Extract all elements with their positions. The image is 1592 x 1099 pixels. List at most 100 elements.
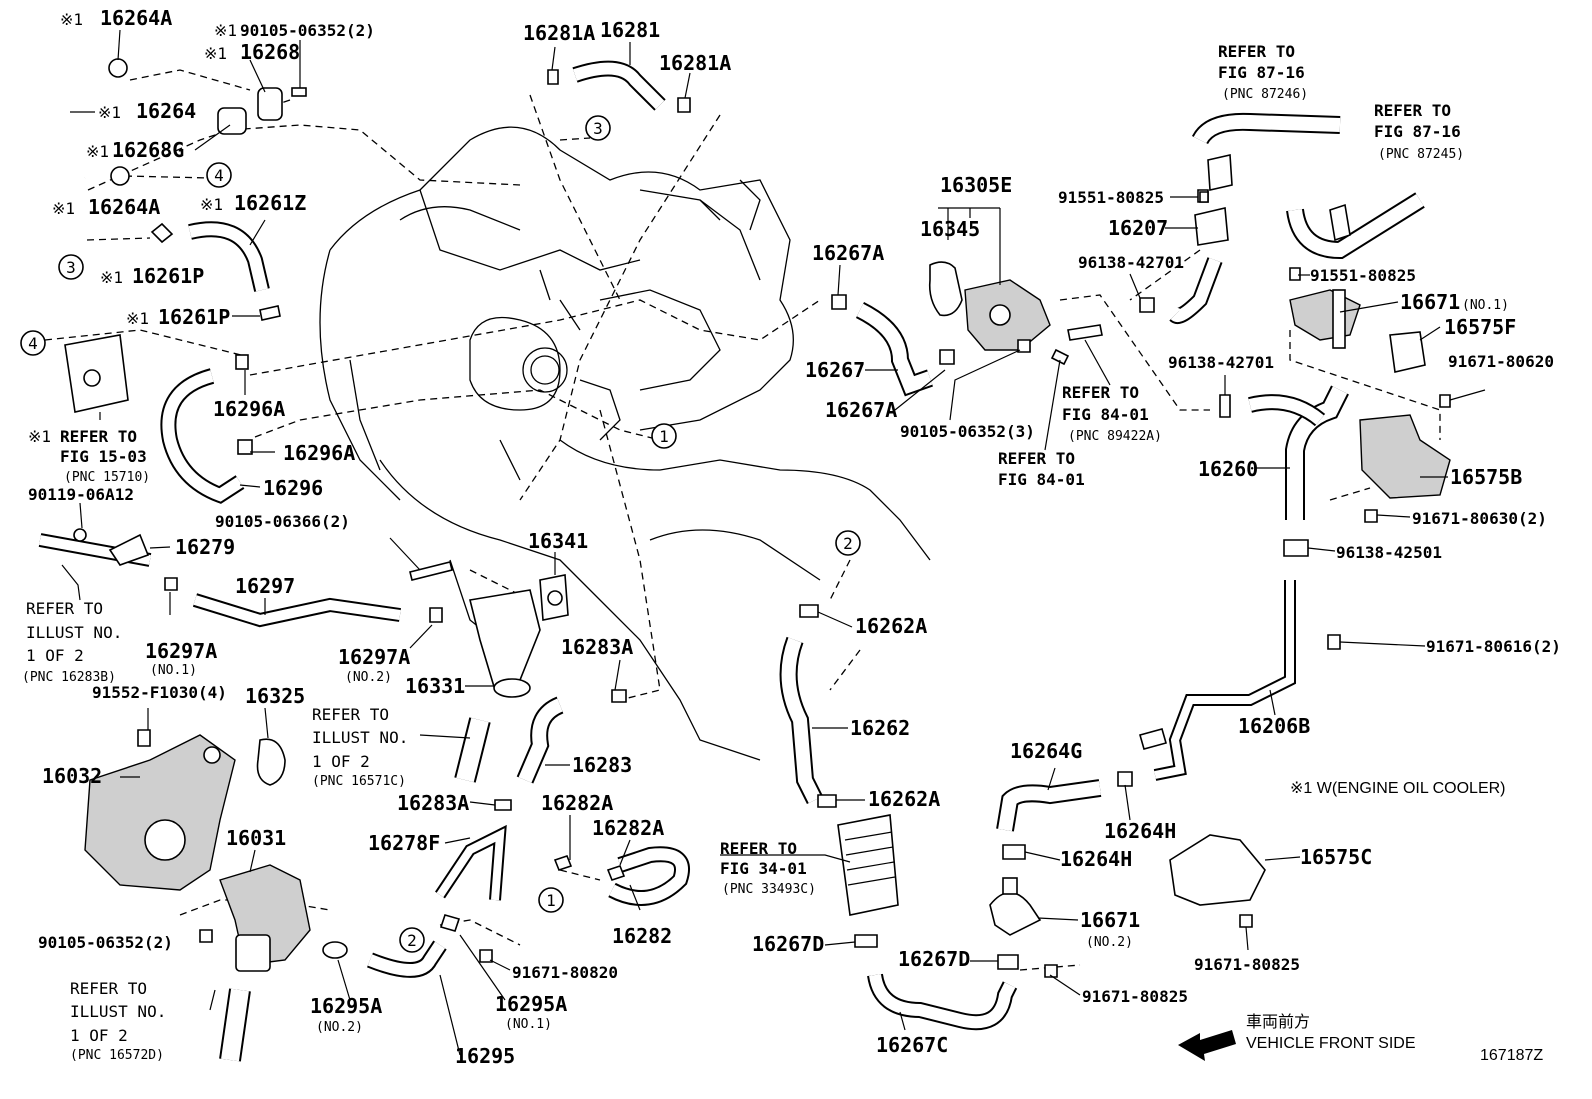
label-16296: 16296 [263, 476, 323, 500]
ref-16572D-line3: 1 OF 2 [70, 1026, 128, 1045]
label-16283A: 16283A [397, 791, 469, 815]
qualifier-no1: (NO.1) [505, 1017, 552, 1032]
asterisk-mark: ※1 [60, 10, 83, 29]
label-16281A: 16281A [523, 21, 595, 45]
ref-15-03-line2: FIG 15-03 [60, 447, 147, 466]
label-91552-F1030-4: 91552-F1030(4) [92, 683, 227, 702]
label-16267A: 16267A [812, 241, 884, 265]
qualifier-no2: (NO.2) [1086, 935, 1133, 950]
ref-87-16-a-line3: (PNC 87246) [1222, 87, 1308, 102]
label-16341: 16341 [528, 529, 588, 553]
label-16278F: 16278F [368, 831, 440, 855]
asterisk-mark: ※1 [200, 195, 223, 214]
ref-16571C-line2: ILLUST NO. [312, 728, 408, 747]
ref-84-01-b-line2: FIG 84-01 [998, 470, 1085, 489]
qualifier-no2: (NO.2) [316, 1020, 363, 1035]
ref-34-01-line2: FIG 34-01 [720, 859, 807, 878]
asterisk-mark: ※1 [204, 44, 227, 63]
label-16295: 16295 [455, 1044, 515, 1068]
label-16575C: 16575C [1300, 845, 1372, 869]
label-16261P: 16261P [158, 305, 230, 329]
ref-87-16-a-line1: REFER TO [1218, 42, 1295, 61]
label-16262: 16262 [850, 716, 910, 740]
callout-3a: 3 [593, 119, 603, 138]
label-16262A: 16262A [868, 787, 940, 811]
label-16282A: 16282A [541, 791, 613, 815]
callout-1a: 1 [659, 427, 669, 446]
qualifier-no1: (NO.1) [1462, 298, 1509, 313]
label-91671-80825: 91671-80825 [1194, 955, 1300, 974]
asterisk-mark: ※1 [28, 427, 51, 446]
label-16031: 16031 [226, 826, 286, 850]
label-90105-06352-2: 90105-06352(2) [240, 21, 375, 40]
label-16264: 16264 [136, 99, 196, 123]
label-16331: 16331 [405, 674, 465, 698]
ref-87-16-a-line2: FIG 87-16 [1218, 63, 1305, 82]
ref-16571C-line3: 1 OF 2 [312, 752, 370, 771]
callout-4a: 4 [214, 166, 224, 185]
label-16261P: 16261P [132, 264, 204, 288]
ref-16283B-line4: (PNC 16283B) [22, 670, 116, 685]
label-16281: 16281 [600, 18, 660, 42]
ref-34-01-line3: (PNC 33493C) [722, 882, 816, 897]
ref-84-01-b-line1: REFER TO [998, 449, 1075, 468]
label-16295A: 16295A [310, 994, 382, 1018]
engine-block-illustration [319, 126, 931, 761]
asterisk-mark: ※1 [214, 21, 237, 40]
ref-15-03-line1: REFER TO [60, 427, 137, 446]
label-16260: 16260 [1198, 457, 1258, 481]
ref-16283B-line3: 1 OF 2 [26, 646, 84, 665]
label-16296A: 16296A [283, 441, 355, 465]
label-16575B: 16575B [1450, 465, 1522, 489]
ref-16572D-line1: REFER TO [70, 979, 147, 998]
ref-16283B-line1: REFER TO [26, 599, 103, 618]
label-16283A: 16283A [561, 635, 633, 659]
label-91671-80620: 91671-80620 [1448, 352, 1554, 371]
label-16267C: 16267C [876, 1033, 948, 1057]
label-16345: 16345 [920, 217, 980, 241]
callout-3b: 3 [66, 258, 76, 277]
label-16282A: 16282A [592, 816, 664, 840]
label-16281A: 16281A [659, 51, 731, 75]
vehicle-front-en: VEHICLE FRONT SIDE [1246, 1035, 1416, 1052]
footnote-engine-oil-cooler: ※1 W(ENGINE OIL COOLER) [1290, 780, 1506, 797]
label-16297A: 16297A [338, 645, 410, 669]
ref-84-01-a-line1: REFER TO [1062, 383, 1139, 402]
label-90105-06352-3: 90105-06352(3) [900, 422, 1035, 441]
label-16283: 16283 [572, 753, 632, 777]
label-16267: 16267 [805, 358, 865, 382]
label-16264H: 16264H [1060, 847, 1132, 871]
label-16206B: 16206B [1238, 714, 1310, 738]
callout-markers: 4 3 3 4 1 2 1 2 [20, 115, 861, 953]
label-91551-80825: 91551-80825 [1310, 266, 1416, 285]
label-16671: 16671 [1400, 290, 1460, 314]
label-16325: 16325 [245, 684, 305, 708]
ref-87-16-b-line2: FIG 87-16 [1374, 122, 1461, 141]
label-16268: 16268 [240, 40, 300, 64]
asterisk-mark: ※1 [98, 103, 121, 122]
label-16671: 16671 [1080, 908, 1140, 932]
label-90105-06352-2: 90105-06352(2) [38, 933, 173, 952]
callout-4b: 4 [28, 334, 38, 353]
label-96138-42701: 96138-42701 [1078, 253, 1184, 272]
label-16267D: 16267D [752, 932, 824, 956]
assembly-dashed-lines [44, 69, 1441, 971]
label-91671-80820: 91671-80820 [512, 963, 618, 982]
ref-84-01-a-line2: FIG 84-01 [1062, 405, 1149, 424]
ref-16571C-line1: REFER TO [312, 705, 389, 724]
asterisk-mark: ※1 [126, 309, 149, 328]
label-16032: 16032 [42, 764, 102, 788]
label-91671-80616-2: 91671-80616(2) [1426, 637, 1561, 656]
callout-2b: 2 [407, 931, 417, 950]
ref-16572D-line4: (PNC 16572D) [70, 1048, 164, 1063]
label-16296A: 16296A [213, 397, 285, 421]
asterisk-mark: ※1 [86, 142, 109, 161]
ref-15-03-line3: (PNC 15710) [64, 470, 150, 485]
vehicle-front-arrow-icon [1178, 1030, 1236, 1061]
asterisk-mark: ※1 [52, 199, 75, 218]
label-16279: 16279 [175, 535, 235, 559]
label-16264A: 16264A [100, 6, 172, 30]
label-16297: 16297 [235, 574, 295, 598]
callout-2a: 2 [843, 534, 853, 553]
leader-lines [61, 29, 1486, 1056]
